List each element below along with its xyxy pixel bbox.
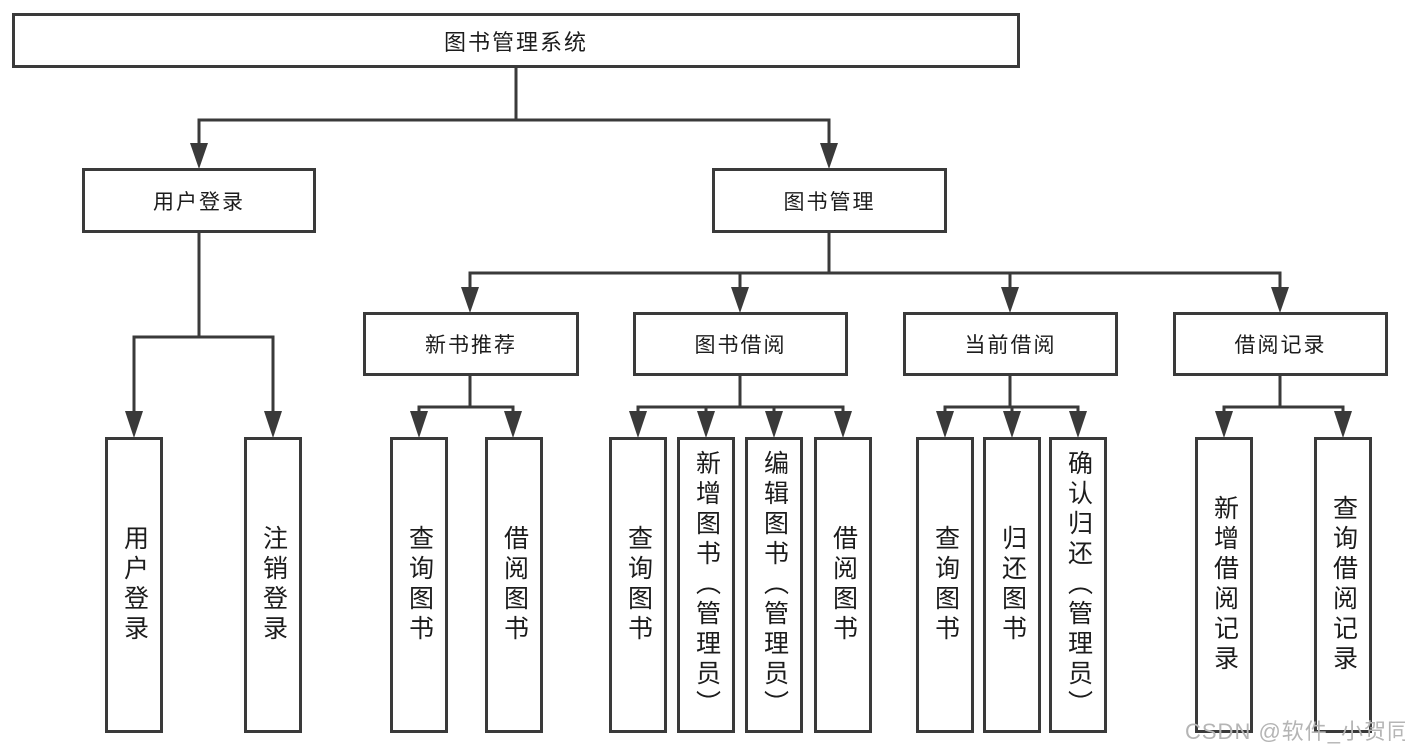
leaf-query-books-recommend: 查询图书 bbox=[390, 437, 448, 733]
arrow-down-icon bbox=[731, 287, 749, 313]
leaf-add-borrow-record: 新增借阅记录 bbox=[1195, 437, 1253, 733]
arrow-down-icon bbox=[461, 287, 479, 313]
arrow-down-icon bbox=[125, 411, 143, 438]
node-book-borrowing: 图书借阅 bbox=[633, 312, 848, 376]
leaf-confirm-return-admin: 确认归还（管理员） bbox=[1049, 437, 1107, 733]
leaf-edit-book-admin: 编辑图书（管理员） bbox=[745, 437, 803, 733]
leaf-query-borrow-record: 查询借阅记录 bbox=[1314, 437, 1372, 733]
node-user-login: 用户登录 bbox=[82, 168, 316, 233]
arrow-down-icon bbox=[820, 143, 838, 169]
node-new-book-recommend: 新书推荐 bbox=[363, 312, 579, 376]
connector-bar bbox=[1222, 405, 1345, 416]
node-book-management: 图书管理 bbox=[712, 168, 947, 233]
arrow-down-icon bbox=[1069, 411, 1087, 438]
leaf-logout: 注销登录 bbox=[244, 437, 302, 733]
node-borrowing-records: 借阅记录 bbox=[1173, 312, 1388, 376]
arrow-down-icon bbox=[410, 411, 428, 438]
arrow-down-icon bbox=[765, 411, 783, 438]
arrow-down-icon bbox=[936, 411, 954, 438]
connector-bar bbox=[468, 271, 1282, 292]
arrow-down-icon bbox=[504, 411, 522, 438]
watermark: CSDN @软件_小贺同学 bbox=[1185, 719, 1405, 744]
leaf-add-book-admin: 新增图书（管理员） bbox=[677, 437, 735, 733]
leaf-query-books-current: 查询图书 bbox=[916, 437, 974, 733]
arrow-down-icon bbox=[1001, 287, 1019, 313]
leaf-borrow-books-borrowing: 借阅图书 bbox=[814, 437, 872, 733]
node-current-borrowing: 当前借阅 bbox=[903, 312, 1118, 376]
connector-bar bbox=[417, 405, 515, 416]
leaf-borrow-books-recommend: 借阅图书 bbox=[485, 437, 543, 733]
connector-bar bbox=[132, 335, 275, 415]
arrow-down-icon bbox=[834, 411, 852, 438]
connector-bar bbox=[636, 405, 845, 416]
connector-bar bbox=[943, 405, 1080, 416]
leaf-return-book: 归还图书 bbox=[983, 437, 1041, 733]
arrow-down-icon bbox=[1003, 411, 1021, 438]
arrow-down-icon bbox=[190, 143, 208, 169]
arrow-down-icon bbox=[1271, 287, 1289, 313]
leaf-query-books-borrowing: 查询图书 bbox=[609, 437, 667, 733]
leaf-user-login: 用户登录 bbox=[105, 437, 163, 733]
node-root: 图书管理系统 bbox=[12, 13, 1020, 68]
arrow-down-icon bbox=[264, 411, 282, 438]
arrow-down-icon bbox=[697, 411, 715, 438]
arrow-down-icon bbox=[629, 411, 647, 438]
arrow-down-icon bbox=[1334, 411, 1352, 438]
arrow-down-icon bbox=[1215, 411, 1233, 438]
connector-bar bbox=[197, 118, 831, 148]
